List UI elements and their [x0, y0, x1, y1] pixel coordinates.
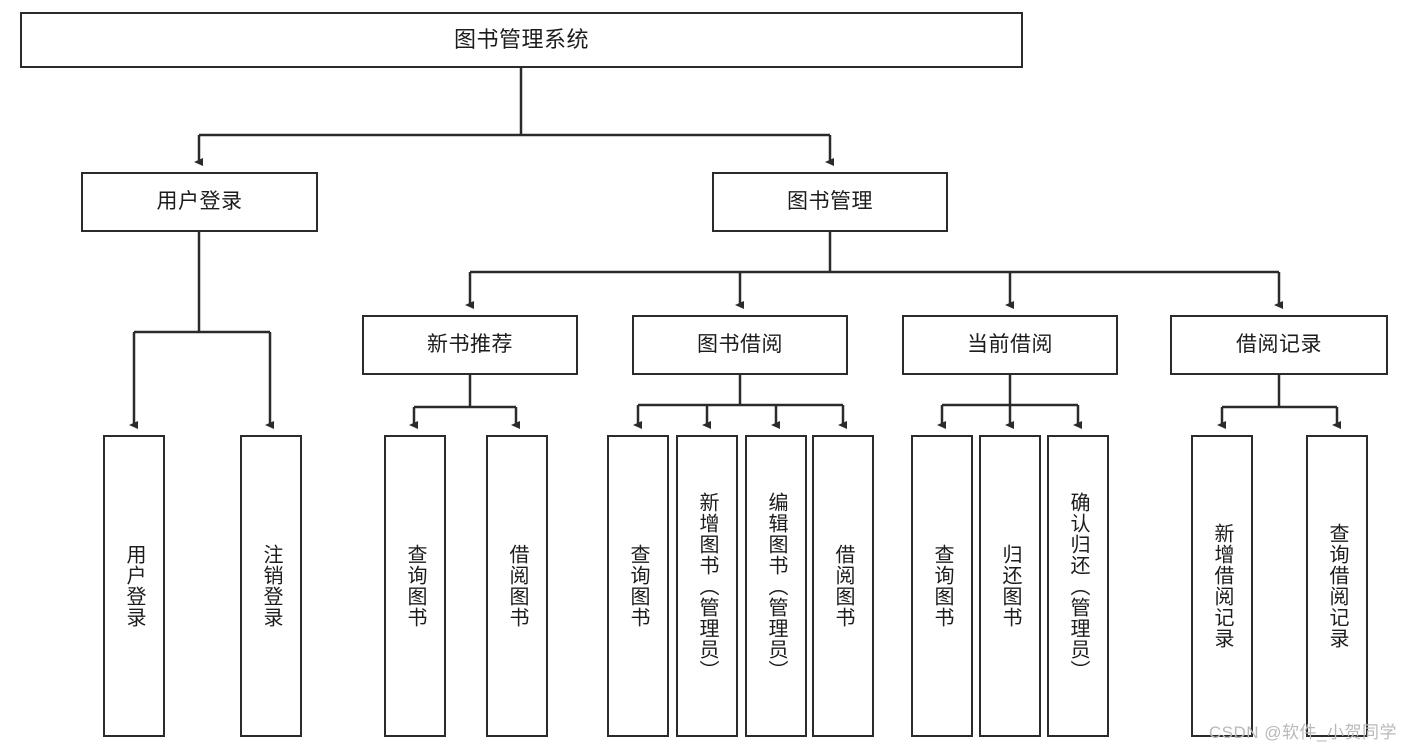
node-leaf-return-book[interactable]: 归还图书 — [979, 435, 1041, 737]
node-leaf-user-login[interactable]: 用户登录 — [103, 435, 165, 737]
node-label: 借阅图书 — [832, 544, 854, 628]
node-label: 归还图书 — [999, 544, 1021, 628]
node-leaf-add-borrow-record[interactable]: 新增借阅记录 — [1191, 435, 1253, 737]
node-label: 图书管理系统 — [453, 27, 589, 53]
node-leaf-add-book-admin[interactable]: 新增图书（管理员） — [676, 435, 738, 737]
node-leaf-borrow-book[interactable]: 借阅图书 — [812, 435, 874, 737]
node-label: 新书推荐 — [427, 332, 513, 356]
node-label: 借阅图书 — [506, 544, 528, 628]
node-label: 图书管理 — [787, 189, 873, 213]
node-label: 编辑图书（管理员） — [765, 491, 787, 681]
watermark: CSDN @软件_小贺同学 — [1208, 723, 1397, 742]
node-label: 查询图书 — [931, 544, 953, 628]
node-label: 查询图书 — [404, 544, 426, 628]
node-leaf-edit-book-admin[interactable]: 编辑图书（管理员） — [745, 435, 807, 737]
node-book-borrow[interactable]: 图书借阅 — [632, 315, 848, 375]
node-label: 新增借阅记录 — [1211, 523, 1233, 649]
node-book-management-module[interactable]: 图书管理 — [712, 172, 948, 232]
node-label: 图书借阅 — [697, 332, 783, 356]
node-leaf-query-book-new[interactable]: 查询图书 — [384, 435, 446, 737]
node-label: 注销登录 — [260, 544, 282, 628]
node-leaf-query-book-current[interactable]: 查询图书 — [911, 435, 973, 737]
node-leaf-query-book-borrow[interactable]: 查询图书 — [607, 435, 669, 737]
node-label: 当前借阅 — [967, 332, 1053, 356]
node-leaf-query-borrow-record[interactable]: 查询借阅记录 — [1306, 435, 1368, 737]
node-label: 确认归还（管理员） — [1067, 491, 1089, 681]
node-current-borrow[interactable]: 当前借阅 — [902, 315, 1118, 375]
node-leaf-borrow-book-new[interactable]: 借阅图书 — [486, 435, 548, 737]
node-label: 用户登录 — [156, 189, 243, 213]
node-leaf-logout[interactable]: 注销登录 — [240, 435, 302, 737]
node-label: 用户登录 — [123, 544, 145, 628]
node-label: 查询图书 — [627, 544, 649, 628]
node-root-system[interactable]: 图书管理系统 — [20, 12, 1023, 68]
node-label: 借阅记录 — [1236, 332, 1322, 356]
node-leaf-confirm-return-admin[interactable]: 确认归还（管理员） — [1047, 435, 1109, 737]
node-label: 查询借阅记录 — [1326, 523, 1348, 649]
node-borrow-record[interactable]: 借阅记录 — [1170, 315, 1388, 375]
node-new-book-recommend[interactable]: 新书推荐 — [362, 315, 578, 375]
node-user-login-module[interactable]: 用户登录 — [81, 172, 318, 232]
node-label: 新增图书（管理员） — [696, 491, 718, 681]
